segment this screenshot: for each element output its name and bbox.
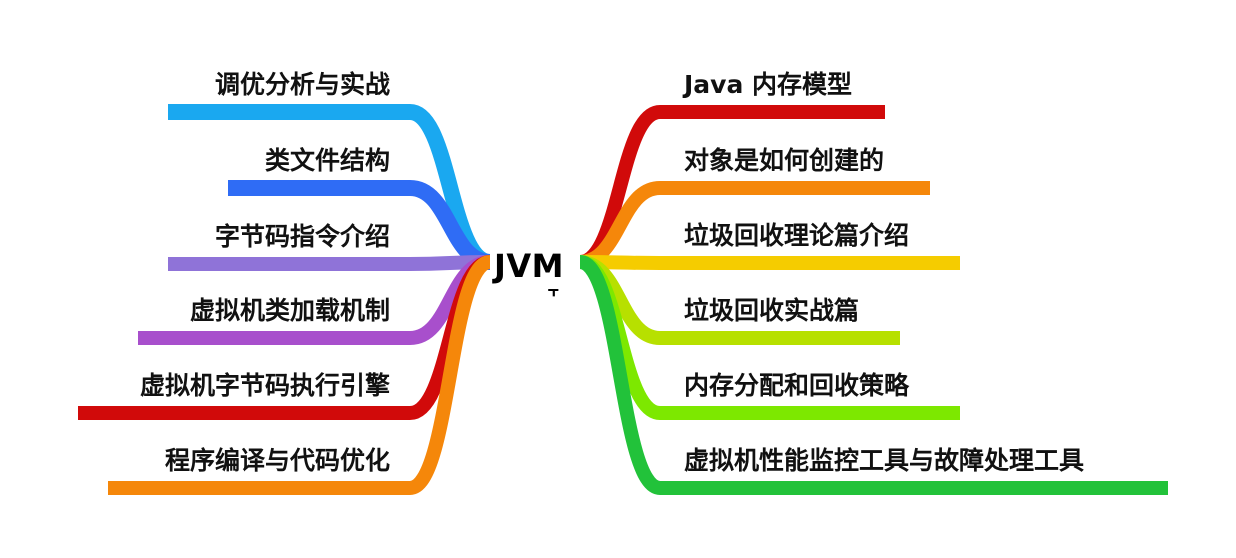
collapse-icon[interactable]: ⫟ [548,280,559,301]
right-link-3 [579,255,960,270]
right-node-5[interactable]: 内存分配和回收策略 [684,371,910,400]
right-node-6[interactable]: 虚拟机性能监控工具与故障处理工具 [684,446,1085,475]
left-node-5[interactable]: 虚拟机字节码执行引擎 [139,371,390,400]
left-node-1[interactable]: 调优分析与实战 [214,70,390,99]
right-node-2[interactable]: 对象是如何创建的 [684,146,885,175]
right-links [577,105,1168,495]
right-node-4[interactable]: 垃圾回收实战篇 [684,296,860,325]
right-node-1[interactable]: Java 内存模型 [684,70,853,99]
left-node-6[interactable]: 程序编译与代码优化 [164,446,390,475]
center-node-title[interactable]: JVM [494,247,565,285]
left-node-4[interactable]: 虚拟机类加载机制 [189,296,390,325]
right-node-3[interactable]: 垃圾回收理论篇介绍 [684,221,910,250]
right-link-6 [577,255,1168,495]
left-node-3[interactable]: 字节码指令介绍 [214,222,390,251]
left-link-6 [108,255,493,495]
left-node-2[interactable]: 类文件结构 [264,146,390,175]
left-link-3 [168,255,491,271]
left-links [78,104,493,495]
